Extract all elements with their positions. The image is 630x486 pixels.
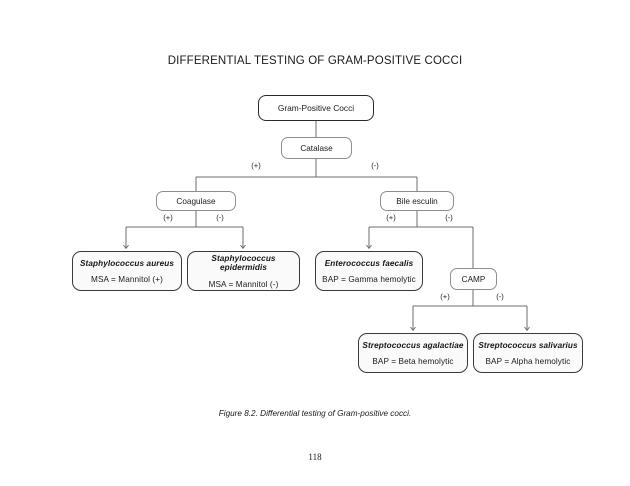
node-gram-positive-cocci[interactable]: Gram-Positive Cocci xyxy=(258,95,374,121)
edge-label-camp-positive: (+) xyxy=(440,292,450,301)
node-staphylococcus-epidermidis[interactable]: Staphylococcus epidermidis MSA = Mannito… xyxy=(187,251,300,291)
species-name: Staphylococcus epidermidis xyxy=(211,254,276,273)
node-label: Gram-Positive Cocci xyxy=(277,103,355,113)
species-detail: BAP = Gamma hemolytic xyxy=(322,275,416,284)
node-label: CAMP xyxy=(461,274,486,284)
edge-label-bile-positive: (+) xyxy=(386,213,396,222)
node-label: Coagulase xyxy=(176,196,216,206)
edge-label-catalase-negative: (-) xyxy=(371,161,379,170)
page-number: 118 xyxy=(308,452,322,462)
species-name: Enterococcus faecalis xyxy=(324,258,414,268)
node-camp[interactable]: CAMP xyxy=(450,268,497,290)
edge-label-catalase-positive: (+) xyxy=(251,161,261,170)
node-staphylococcus-aureus[interactable]: Staphylococcus aureus MSA = Mannitol (+) xyxy=(72,251,182,291)
edge-label-camp-negative: (-) xyxy=(496,292,504,301)
edge-label-bile-negative: (-) xyxy=(445,213,453,222)
node-enterococcus-faecalis[interactable]: Enterococcus faecalis BAP = Gamma hemoly… xyxy=(315,251,423,291)
node-streptococcus-salivarius[interactable]: Streptococcus salivarius BAP = Alpha hem… xyxy=(473,333,583,373)
edge-label-coagulase-negative: (-) xyxy=(216,213,224,222)
node-catalase[interactable]: Catalase xyxy=(281,137,352,159)
figure-caption: Figure 8.2. Differential testing of Gram… xyxy=(218,409,412,418)
species-name: Streptococcus salivarius xyxy=(478,340,578,350)
node-label: Bile esculin xyxy=(396,196,438,206)
node-coagulase[interactable]: Coagulase xyxy=(156,191,236,211)
species-detail: MSA = Mannitol (-) xyxy=(208,279,279,289)
node-streptococcus-agalactiae[interactable]: Streptococcus agalactiae BAP = Beta hemo… xyxy=(358,333,468,373)
node-bile-esculin[interactable]: Bile esculin xyxy=(380,191,454,211)
page-title: DIFFERENTIAL TESTING OF GRAM-POSITIVE CO… xyxy=(167,55,463,67)
species-detail: BAP = Beta hemolytic xyxy=(372,357,454,366)
species-detail: MSA = Mannitol (+) xyxy=(91,275,163,284)
species-detail: BAP = Alpha hemolytic xyxy=(485,357,571,366)
edge-label-coagulase-positive: (+) xyxy=(163,213,173,222)
species-name: Staphylococcus aureus xyxy=(79,258,174,268)
species-name: Streptococcus agalactiae xyxy=(362,340,464,350)
node-label: Catalase xyxy=(300,143,333,153)
